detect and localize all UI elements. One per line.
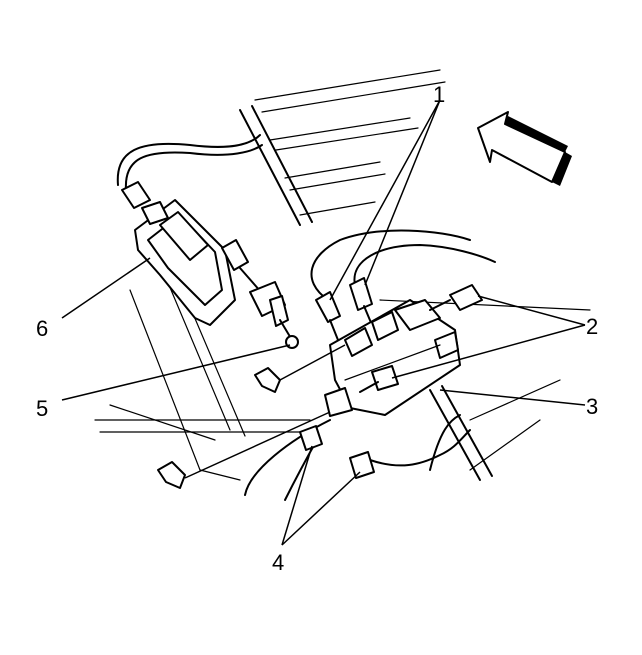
callout-6: 6: [36, 316, 49, 341]
clip-icon: [299, 425, 323, 451]
callout-4: 4: [272, 550, 285, 575]
callout-1: 1: [433, 82, 446, 107]
connectors: [315, 277, 373, 346]
callout-3: 3: [586, 394, 599, 419]
bolts: [359, 284, 483, 393]
forward-arrow-icon: [477, 111, 572, 186]
clip-icon: [157, 461, 186, 489]
control-module-bracket: [324, 299, 461, 417]
callout-2: 2: [586, 314, 599, 339]
screw-icon: [429, 284, 483, 311]
clip-icon: [254, 367, 281, 393]
leader-lines: [61, 99, 586, 546]
harness-clips: [299, 425, 375, 479]
callout-5: 5: [36, 396, 49, 421]
sensor-module: [121, 181, 299, 349]
lower-rail: [429, 385, 493, 481]
retainer-clips: [157, 367, 281, 489]
connector-icon: [315, 291, 341, 323]
clip-icon: [349, 451, 375, 479]
connector-icon: [349, 277, 373, 311]
screw-icon: [359, 365, 399, 393]
